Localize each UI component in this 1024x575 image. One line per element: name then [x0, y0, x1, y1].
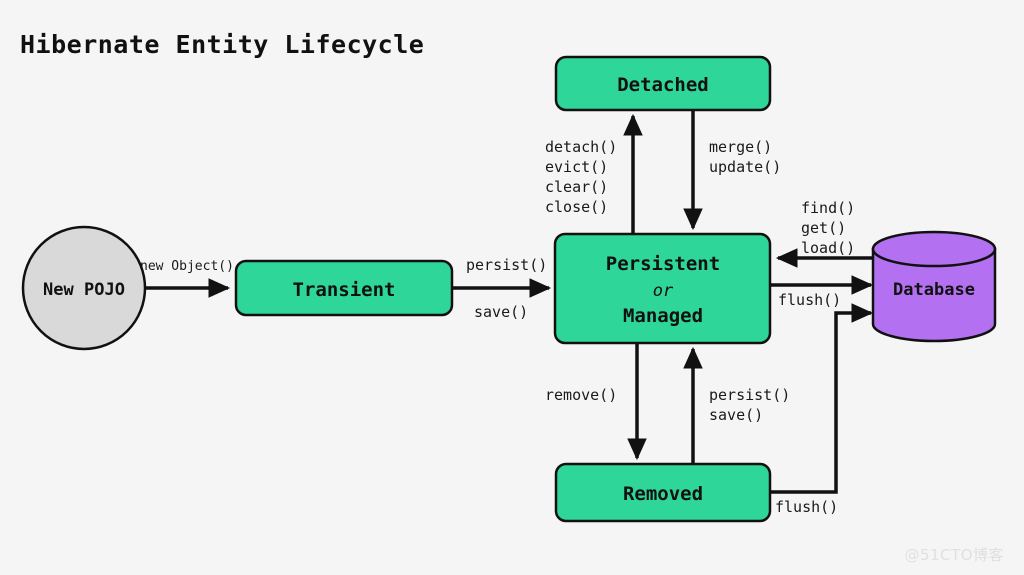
edge-label-merge: merge(): [709, 138, 772, 156]
edge-label-detach: detach(): [545, 138, 617, 156]
node-new-pojo[interactable]: New POJO: [21, 225, 147, 351]
watermark: @51CTO博客: [904, 546, 1004, 564]
edge-label-load: load(): [801, 239, 855, 257]
node-label-removed: Removed: [623, 483, 703, 505]
edge-removed-to-persistent: persist() save(): [683, 346, 790, 464]
edge-persistent-to-detached: detach() evict() clear() close(): [545, 113, 643, 234]
page-title: Hibernate Entity Lifecycle: [20, 30, 425, 59]
edge-label-find: find(): [801, 199, 855, 217]
node-removed[interactable]: Removed: [554, 462, 772, 523]
edge-label-save: save(): [474, 303, 528, 321]
edge-label-close: close(): [545, 198, 608, 216]
node-detached[interactable]: Detached: [554, 55, 772, 112]
node-persistent[interactable]: Persistent or Managed: [553, 232, 772, 345]
edge-label-save2: save(): [709, 406, 763, 424]
edge-label-remove: remove(): [545, 386, 617, 404]
edge-pojo-to-transient: new Object(): [140, 259, 234, 298]
edge-label-clear: clear(): [545, 178, 608, 196]
edge-label-get: get(): [801, 219, 846, 237]
node-label-database: Database: [893, 280, 975, 300]
node-label-new-pojo: New POJO: [43, 280, 125, 300]
node-label-persistent: Persistent: [606, 253, 720, 275]
edge-label-persist: persist(): [466, 256, 547, 274]
node-label-transient: Transient: [293, 279, 396, 301]
node-label-managed: Managed: [623, 305, 703, 327]
edge-label-persist2: persist(): [709, 386, 790, 404]
node-transient[interactable]: Transient: [234, 259, 454, 317]
node-label-or: or: [653, 281, 674, 301]
edge-label-new-object: new Object(): [140, 259, 234, 274]
edge-label-flush-bottom: flush(): [775, 498, 838, 516]
edge-persistent-to-database: flush(): [770, 275, 874, 309]
node-database[interactable]: Database: [871, 230, 997, 343]
edge-label-update: update(): [709, 158, 781, 176]
edge-persistent-to-removed: remove(): [545, 343, 647, 461]
edge-database-to-persistent: find() get() load(): [775, 199, 873, 268]
edge-label-evict: evict(): [545, 158, 608, 176]
edge-removed-to-database: flush(): [770, 303, 874, 516]
node-label-detached: Detached: [617, 74, 709, 96]
edge-detached-to-persistent: merge() update(): [683, 110, 781, 231]
edge-transient-to-persistent: persist() save(): [452, 256, 552, 321]
edge-label-flush-top: flush(): [778, 291, 841, 309]
